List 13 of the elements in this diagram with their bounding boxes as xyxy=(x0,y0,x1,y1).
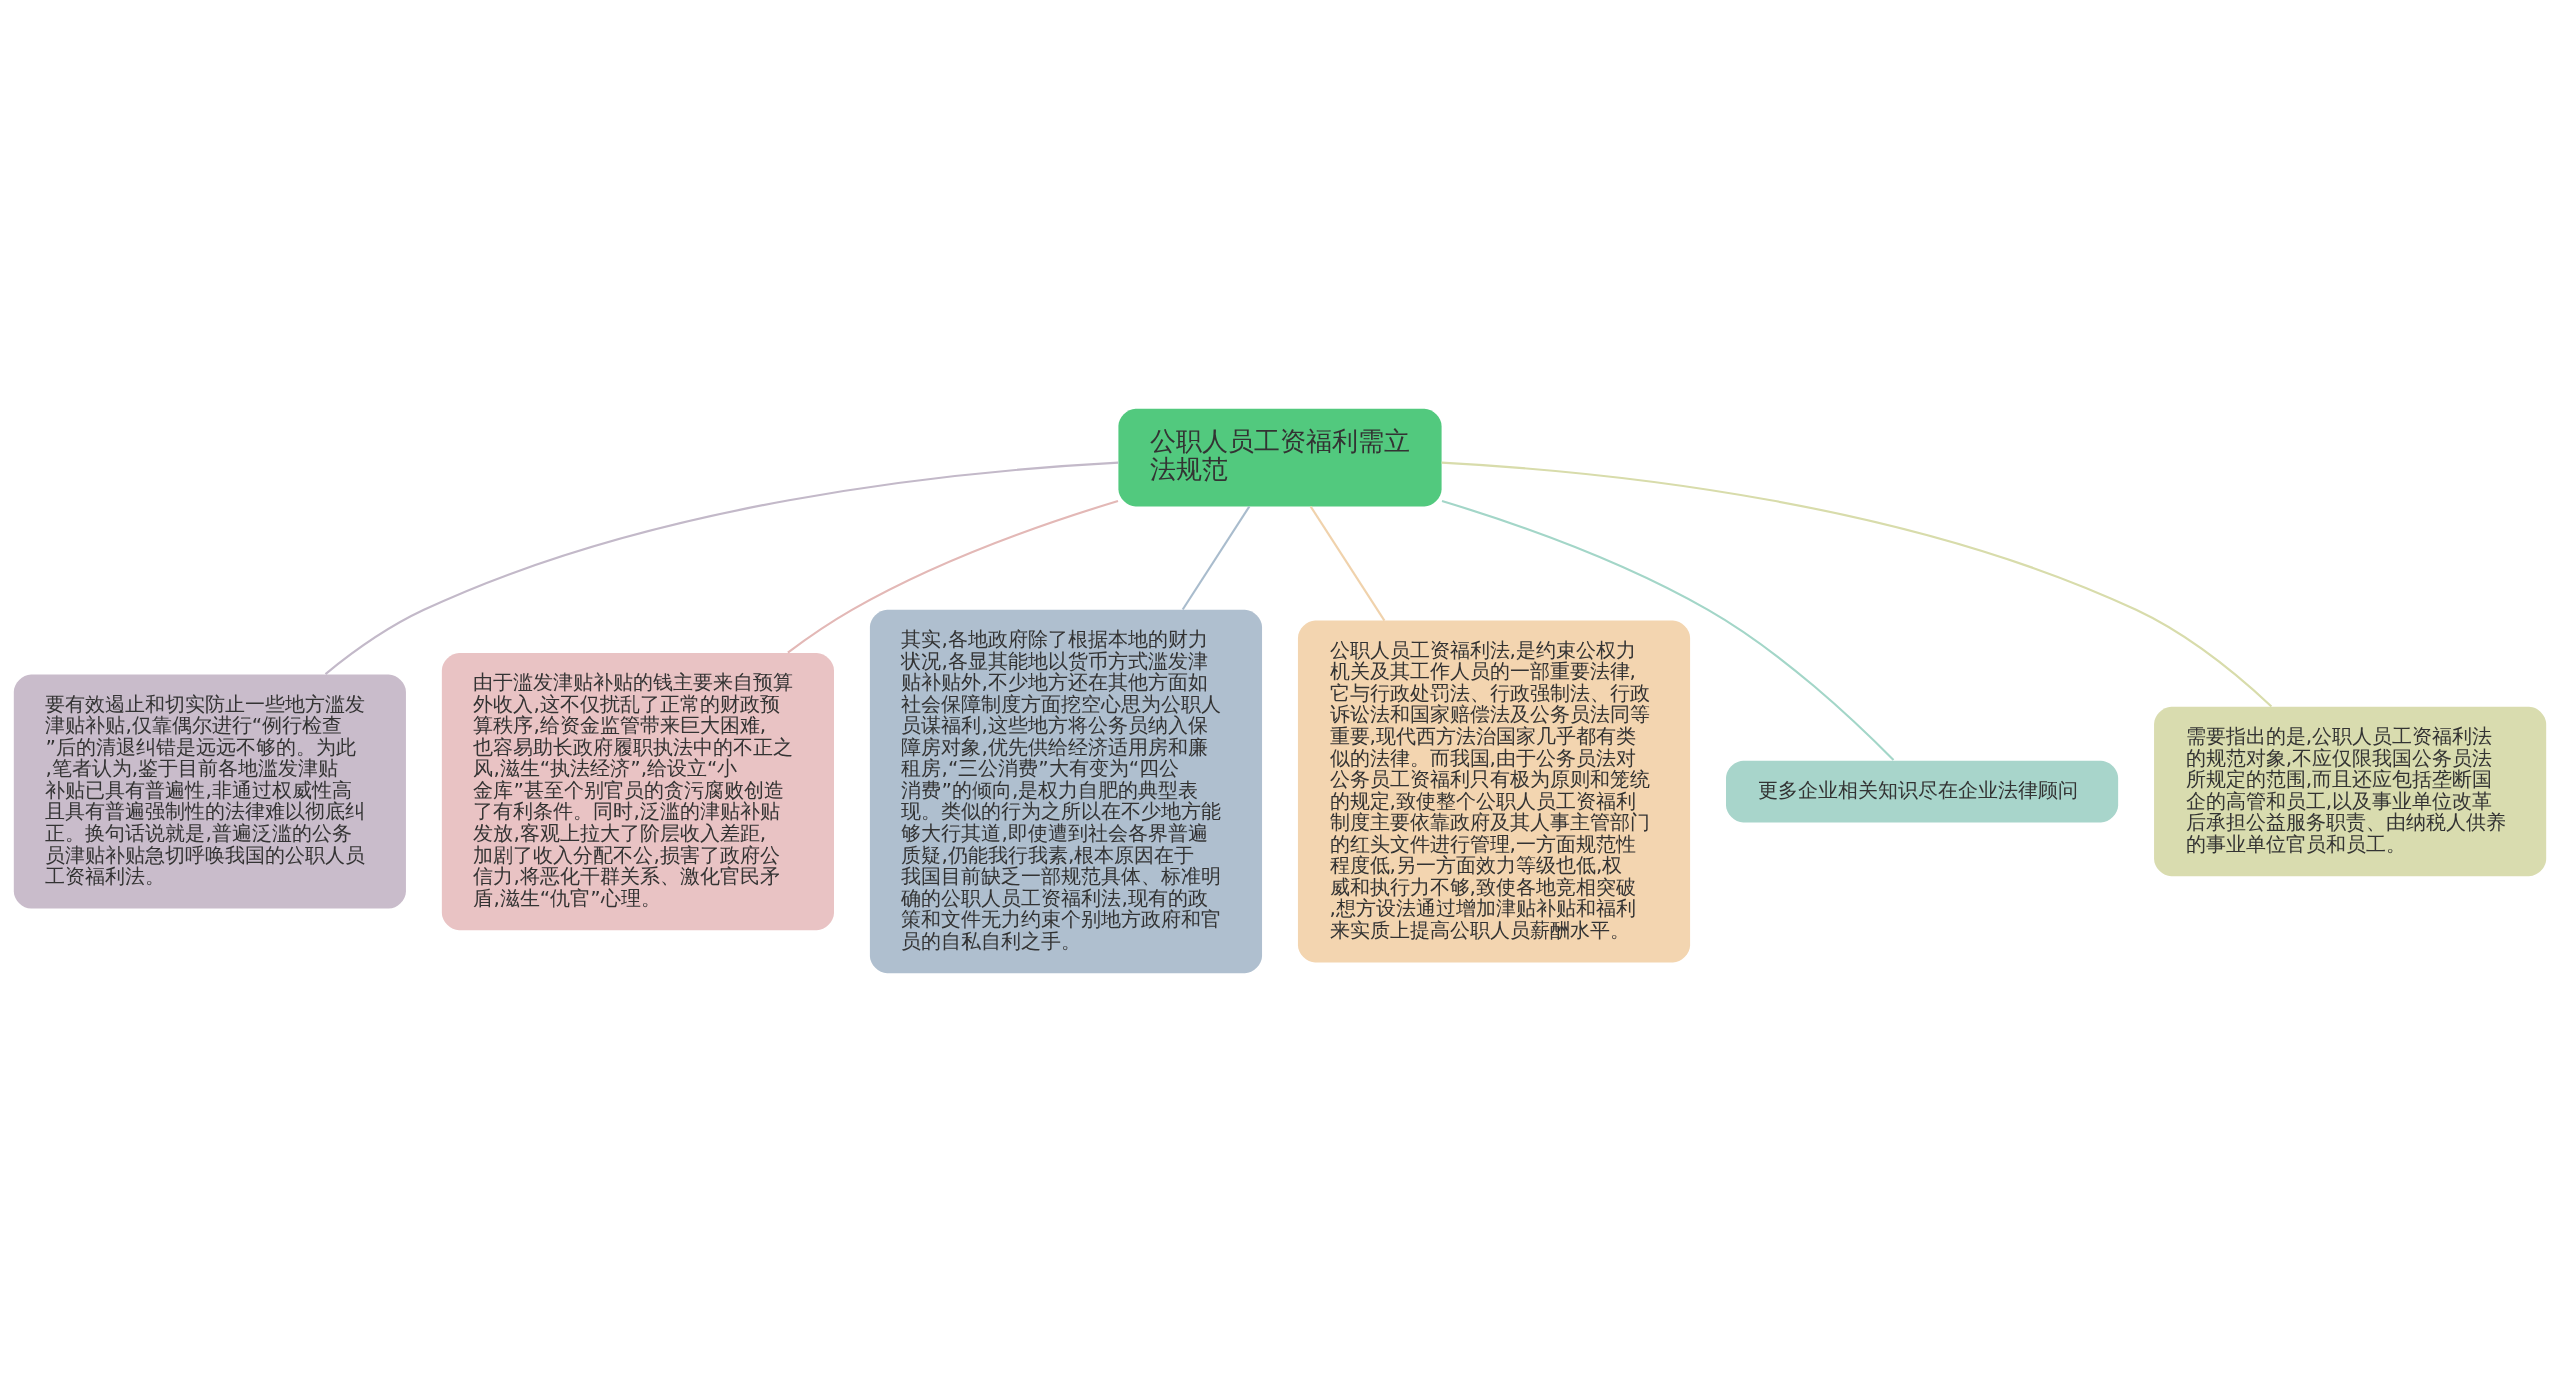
node-box: 公职人员工资福利法,是约束公权力机关及其工作人员的一部重要法律,它与行政处罚法、行政强制法、行政诉讼法和国家赔偿法及公务员法同等重要,现代西方法治国家几乎都有类似的法律。而我国,由于公务员法对公务员工资福利只有极为原则和笼统的规定,致使整个公职人员工资福利制度主要依靠政府及其人事主管部门的红头文件进行管理,一方面规范性程度低,另一方面效力等级也低,权威和执行力不够,致使各地竞相突破,想方设法通过增加津贴补贴和福利来实质上提高公职人员薪酬水平。 xyxy=(1297,620,1691,963)
connector xyxy=(324,461,1119,675)
connector xyxy=(1441,461,2273,708)
connector xyxy=(1309,505,1386,622)
connector xyxy=(1181,505,1251,611)
node-box: 公职人员工资福利需立法规范 xyxy=(1118,408,1442,507)
node-box: 更多企业相关知识尽在企业法律顾问 xyxy=(1726,760,2119,823)
connector xyxy=(787,499,1119,654)
connector xyxy=(1441,499,1895,761)
node-box: 要有效遏止和切实防止一些地方滥发津贴补贴,仅靠偶尔进行“例行检查”后的清退纠错是远远不够的。为此,笔者认为,鉴于目前各地滥发津贴补贴已具有普遍性,非通过权威性高且具有普遍强制性的法律难以彻底纠正。换句话说就是,普遍泛滥的公务员津贴补贴急切呼唤我国的公职人员工资福利法。 xyxy=(13,674,406,909)
node-box: 其实,各地政府除了根据本地的财力状况,各显其能地以货币方式滥发津贴补贴外,不少地方还在其他方面如社会保障制度方面挖空心思为公职人员谋福利,这些地方将公务员纳入保障房对象,优先供给经济适用房和廉租房,“三公消费”大有变为“四公消费”的倾向,是权力自肥的典型表现。类似的行为之所以在不少地方能够大行其道,即使遭到社会各界普遍质疑,仍能我行我素,根本原因在于我国目前缺乏一部规范具体、标准明确的公职人员工资福利法,现有的政策和文件无力约束个别地方政府和官员的自私自利之手。 xyxy=(869,609,1263,974)
node-box: 需要指出的是,公职人员工资福利法的规范对象,不应仅限我国公务员法所规定的范围,而且还应包括垄断国企的高管和员工,以及事业单位改革后承担公益服务职责、由纳税人供养的事业单位官员和员工。 xyxy=(2154,706,2547,877)
node-box: 由于滥发津贴补贴的钱主要来自预算外收入,这不仅扰乱了正常的财政预算秩序,给资金监管带来巨大困难,也容易助长政府履职执法中的不正之风,滋生“执法经济”,给设立“小金库”甚至个别官员的贪污腐败创造了有利条件。同时,泛滥的津贴补贴发放,客观上拉大了阶层收入差距,加剧了收入分配不公,损害了政府公信力,将恶化干群关系、激化官民矛盾,滋生“仇官”心理。 xyxy=(441,652,834,931)
